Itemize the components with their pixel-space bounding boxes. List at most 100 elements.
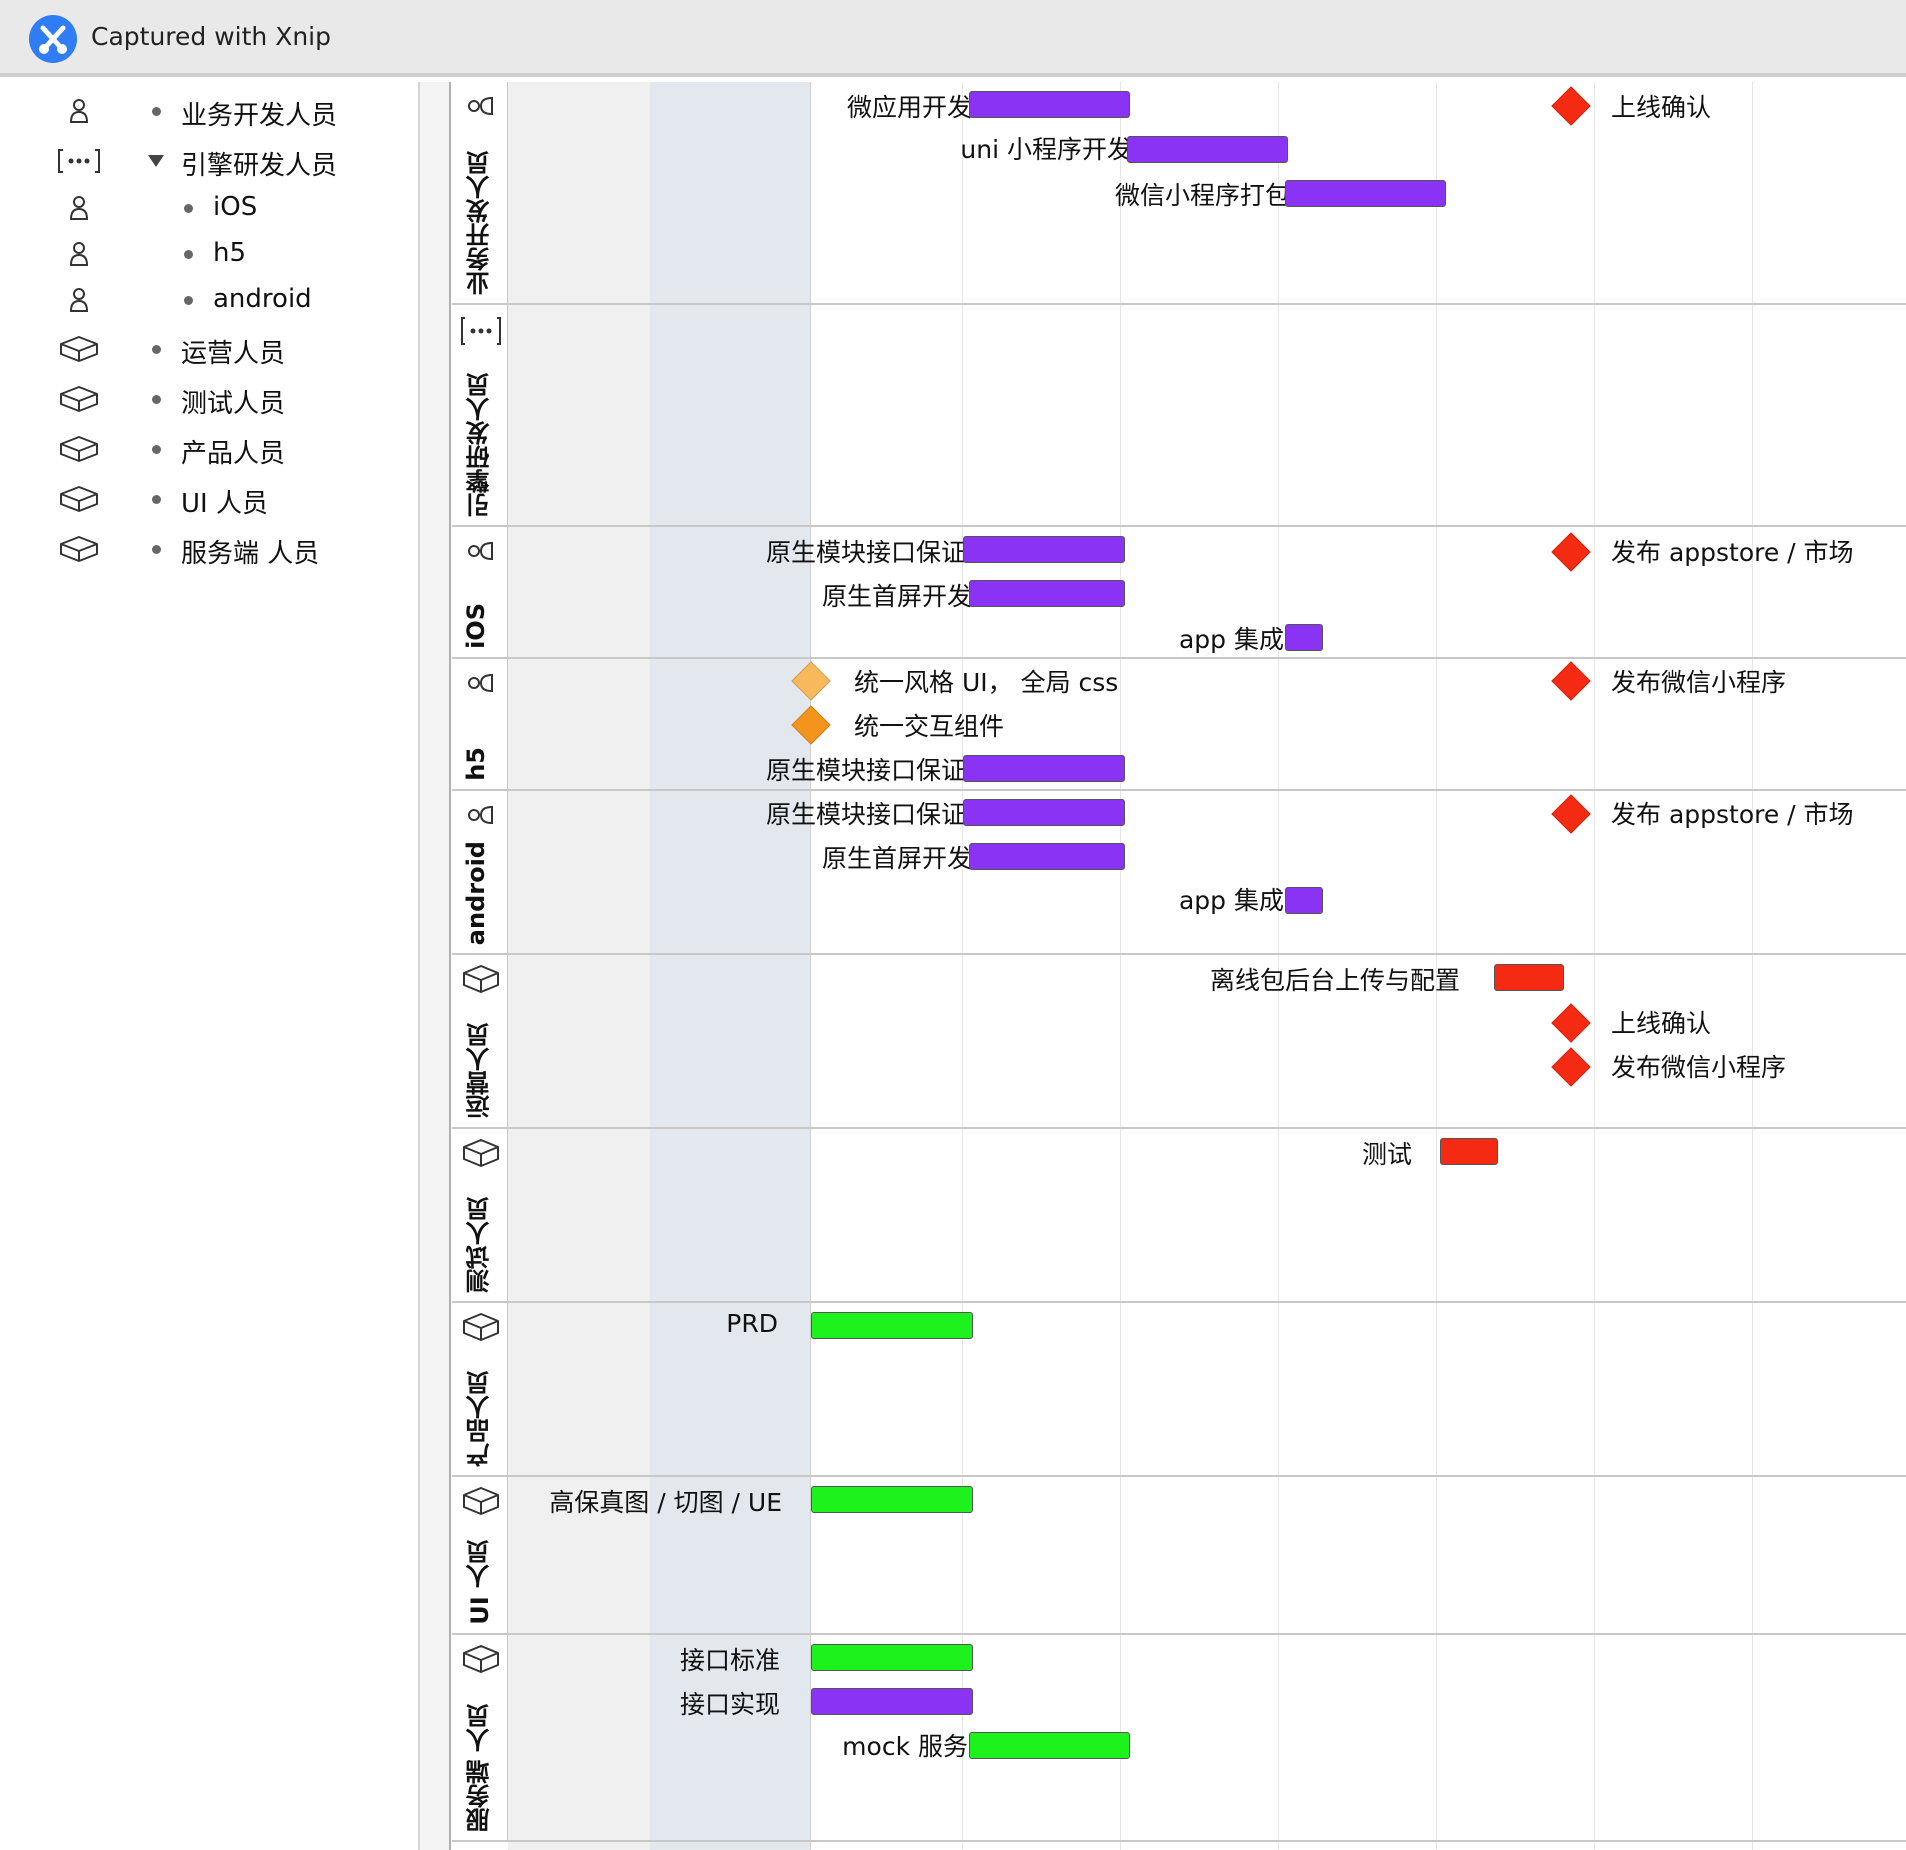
task-bar[interactable] [811, 1644, 973, 1671]
outline-item-android[interactable]: android [0, 280, 418, 320]
milestone-diamond[interactable] [1551, 1047, 1591, 1087]
milestone-diamond[interactable] [791, 705, 831, 745]
task-label: 接口标准 [679, 1646, 780, 1675]
lane-ios: iOS 原生模块接口保证 原生首屏开发 app 集成 发布 appstore /… [452, 527, 1906, 659]
lane-label: 服务端 人员 [466, 1703, 494, 1832]
task-bar[interactable] [811, 1312, 973, 1339]
outline-item-ui[interactable]: UI 人员 [0, 479, 418, 519]
panel-divider[interactable] [418, 82, 420, 1850]
gantt-chart: 业务开发人员 微应用开发 uni 小程序开发 微信小程序打包 上线确认 引擎研发… [452, 82, 1906, 1850]
outline-item-label: iOS [213, 192, 258, 222]
task-bar[interactable] [1285, 624, 1323, 651]
task-label: 原生模块接口保证 [765, 756, 966, 785]
lane-label: 业务开发人员 [466, 151, 494, 295]
bullet-icon [152, 495, 161, 504]
task-label: app 集成 [1178, 886, 1284, 915]
bullet-icon [152, 107, 161, 116]
task-bar[interactable] [969, 580, 1125, 607]
bullet-icon [184, 250, 193, 259]
task-bar[interactable] [811, 1486, 973, 1513]
task-label: 原生首屏开发 [821, 844, 972, 873]
milestone-label: 统一风格 UI， 全局 css [854, 668, 1119, 697]
xnip-logo-icon [29, 15, 77, 63]
lane-header: 测试人员 [452, 1129, 508, 1301]
outline-item-engine-dev[interactable]: 引擎研发人员 [0, 141, 418, 181]
milestone-diamond[interactable] [1551, 532, 1591, 572]
lane-header: 业务开发人员 [452, 82, 508, 303]
outline-item-label: 测试人员 [181, 389, 286, 419]
task-label: 接口实现 [679, 1690, 780, 1719]
task-bar[interactable] [1440, 1138, 1498, 1165]
timeline-column-highlight [650, 82, 811, 1850]
person-icon [69, 196, 89, 220]
cube-icon [60, 386, 98, 412]
outline-item-product[interactable]: 产品人员 [0, 429, 418, 469]
milestone-diamond[interactable] [1551, 794, 1591, 834]
task-label: app 集成 [1178, 625, 1284, 654]
task-bar[interactable] [1285, 887, 1323, 914]
outline-item-h5[interactable]: h5 [0, 234, 418, 274]
grid-line [962, 82, 963, 1850]
outline-panel: 业务开发人员 引擎研发人员 iOS h5 android 运营人员 测试人员 产… [0, 77, 420, 1850]
lane-label: UI 人员 [466, 1540, 494, 1625]
task-bar[interactable] [969, 1732, 1130, 1759]
task-bar[interactable] [963, 799, 1125, 826]
bullet-icon [184, 296, 193, 305]
task-bar[interactable] [969, 91, 1130, 118]
lane-ui: UI 人员 高保真图 / 切图 / UE [452, 1477, 1906, 1635]
outline-item-biz-dev[interactable]: 业务开发人员 [0, 91, 418, 131]
task-bar[interactable] [963, 755, 1125, 782]
milestone-diamond[interactable] [791, 661, 831, 701]
grid-line [1436, 82, 1437, 1850]
outline-item-test[interactable]: 测试人员 [0, 379, 418, 419]
milestone-label: 上线确认 [1611, 93, 1712, 122]
outline-item-label: 服务端 人员 [181, 539, 320, 569]
cube-icon [463, 1645, 499, 1673]
milestone-label: 发布微信小程序 [1611, 668, 1787, 697]
task-label: PRD [726, 1309, 778, 1338]
task-bar[interactable] [811, 1688, 973, 1715]
lane-label: h5 [462, 747, 490, 781]
outline-item-ops[interactable]: 运营人员 [0, 329, 418, 369]
lane-label: android [462, 840, 490, 945]
lane-test: 测试人员 测试 [452, 1129, 1906, 1303]
window-title: Captured with Xnip [91, 22, 331, 51]
task-label: mock 服务 [842, 1732, 968, 1761]
outline-item-server[interactable]: 服务端 人员 [0, 529, 418, 569]
group-icon [58, 149, 100, 173]
outline-item-label: 运营人员 [181, 339, 286, 369]
outline-item-label: 引擎研发人员 [181, 151, 338, 181]
person-icon [468, 673, 493, 693]
bullet-icon [152, 345, 161, 354]
lane-label: iOS [462, 603, 490, 649]
task-bar[interactable] [1285, 180, 1446, 207]
cube-icon [60, 536, 98, 562]
bullet-icon [152, 545, 161, 554]
milestone-diamond[interactable] [1551, 1003, 1591, 1043]
lane-header: h5 [452, 659, 508, 789]
outline-item-label: 业务开发人员 [181, 101, 338, 131]
grid-line [1594, 82, 1595, 1850]
task-bar[interactable] [963, 536, 1125, 563]
cube-icon [463, 965, 499, 993]
timeline-column-shaded [508, 82, 650, 1850]
person-icon [468, 541, 493, 561]
gantt-left-border [449, 82, 451, 1850]
lane-header: 服务端 人员 [452, 1635, 508, 1840]
grid-line [1752, 82, 1753, 1850]
task-bar[interactable] [1494, 964, 1564, 991]
cube-icon [463, 1139, 499, 1167]
collapse-triangle-icon[interactable] [148, 155, 164, 167]
task-label: 原生模块接口保证 [765, 800, 966, 829]
lane-label: 引擎研发人员 [466, 373, 494, 517]
person-icon [468, 805, 493, 825]
outline-item-ios[interactable]: iOS [0, 188, 418, 228]
cube-icon [60, 336, 98, 362]
milestone-diamond[interactable] [1551, 86, 1591, 126]
milestone-diamond[interactable] [1551, 661, 1591, 701]
task-bar[interactable] [1127, 136, 1288, 163]
task-label: 原生首屏开发 [821, 582, 972, 611]
grid-line [1278, 82, 1279, 1850]
person-icon [69, 99, 89, 123]
task-bar[interactable] [969, 843, 1125, 870]
